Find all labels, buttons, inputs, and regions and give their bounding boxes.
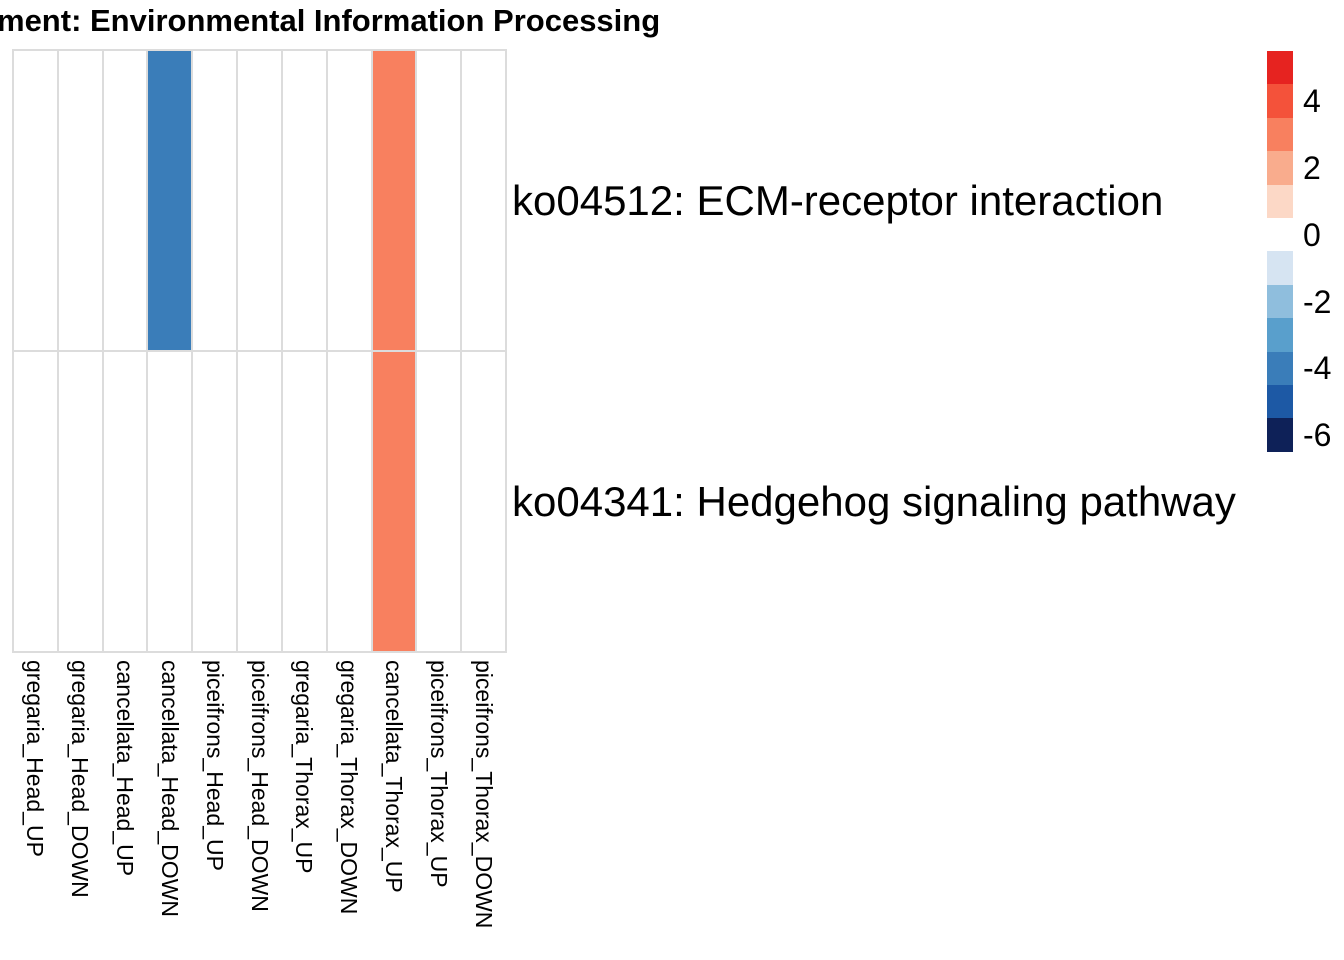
heatmap-cell-r0-c0	[13, 50, 58, 351]
heatmap-cell-r0-c6	[281, 50, 327, 351]
column-label-gregaria_Head_UP: gregaria_Head_UP	[22, 660, 49, 857]
column-label-piceifrons_Thorax_UP: piceifrons_Thorax_UP	[425, 660, 452, 888]
heatmap-cell-r1-c8	[371, 351, 417, 652]
heatmap-cell-r0-c2	[102, 50, 148, 351]
heatmap-cell-r1-c0	[13, 351, 58, 652]
heatmap-cell-r0-c8	[371, 50, 417, 351]
heatmap-cell-r1-c6	[281, 351, 327, 652]
heatmap-grid	[12, 49, 507, 653]
legend-bin-1	[1267, 184, 1293, 218]
heatmap-cell-r1-c3	[147, 351, 193, 652]
legend-bin-0	[1267, 217, 1293, 252]
color-legend	[1267, 51, 1293, 452]
legend-bin--2	[1267, 284, 1293, 319]
column-label-cancellata_Thorax_UP: cancellata_Thorax_UP	[380, 660, 407, 893]
heatmap-cell-r0-c1	[57, 50, 103, 351]
legend-tick--4: -4	[1303, 350, 1332, 387]
legend-tick--6: -6	[1303, 417, 1332, 454]
heatmap-cell-r0-c10	[461, 50, 506, 351]
heatmap-cell-r0-c7	[326, 50, 372, 351]
heatmap-cell-r1-c1	[57, 351, 103, 652]
column-label-gregaria_Thorax_DOWN: gregaria_Thorax_DOWN	[336, 660, 363, 915]
column-label-piceifrons_Thorax_DOWN: piceifrons_Thorax_DOWN	[470, 660, 497, 929]
column-label-gregaria_Head_DOWN: gregaria_Head_DOWN	[67, 660, 94, 898]
heatmap-cell-r0-c5	[237, 50, 282, 351]
legend-bin--1	[1267, 251, 1293, 285]
heatmap-cell-r1-c9	[416, 351, 462, 652]
row-label-ko04512: ko04512: ECM-receptor interaction	[512, 177, 1164, 224]
column-label-gregaria_Thorax_UP: gregaria_Thorax_UP	[291, 660, 318, 874]
column-label-piceifrons_Head_DOWN: piceifrons_Head_DOWN	[246, 660, 273, 912]
legend-bin-4	[1267, 84, 1293, 118]
heatmap-cell-r0-c3	[147, 50, 193, 351]
legend-bin-2	[1267, 151, 1293, 185]
legend-bin--6	[1267, 418, 1293, 452]
column-label-cancellata_Head_DOWN: cancellata_Head_DOWN	[156, 660, 183, 917]
legend-tick-2: 2	[1303, 149, 1321, 186]
heatmap-cell-r1-c7	[326, 351, 372, 652]
column-label-cancellata_Head_UP: cancellata_Head_UP	[112, 660, 139, 877]
legend-bin--5	[1267, 384, 1293, 419]
column-label-piceifrons_Head_UP: piceifrons_Head_UP	[201, 660, 228, 871]
legend-tick-4: 4	[1303, 83, 1321, 120]
legend-bin--3	[1267, 318, 1293, 352]
heatmap-cell-r1-c4	[192, 351, 238, 652]
chart-title: ment: Environmental Information Processi…	[0, 3, 661, 38]
heatmap-cell-r1-c5	[237, 351, 282, 652]
legend-bin--4	[1267, 351, 1293, 385]
legend-tick--2: -2	[1303, 283, 1332, 320]
heatmap-cell-r0-c9	[416, 50, 462, 351]
heatmap-cell-r1-c2	[102, 351, 148, 652]
heatmap-cell-r0-c4	[192, 50, 238, 351]
heatmap-cell-r1-c10	[461, 351, 506, 652]
row-label-ko04341: ko04341: Hedgehog signaling pathway	[512, 478, 1236, 525]
legend-tick-0: 0	[1303, 216, 1321, 253]
legend-bin-3	[1267, 117, 1293, 152]
legend-bin-5	[1267, 51, 1293, 85]
